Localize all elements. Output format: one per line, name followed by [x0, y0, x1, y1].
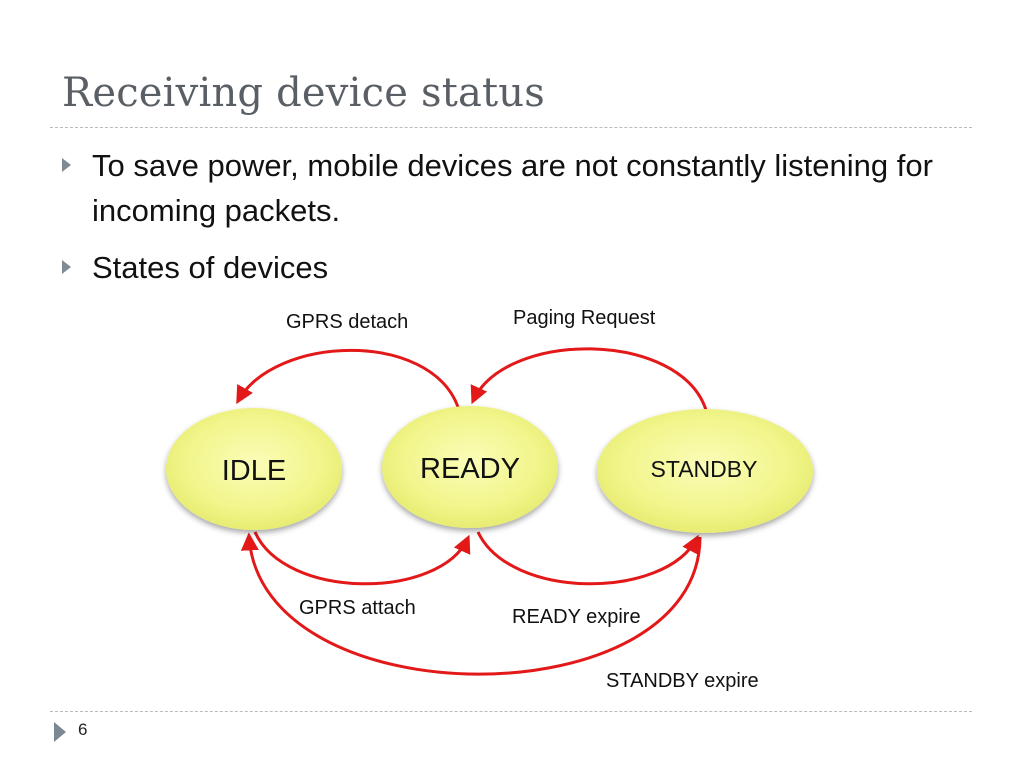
page-number: 6 — [78, 720, 88, 739]
bullet-text: States of devices — [92, 250, 329, 285]
bullet-item: To save power, mobile devices are not co… — [60, 143, 980, 233]
state-idle: IDLE — [166, 408, 342, 530]
bullet-text: To save power, mobile devices are not co… — [92, 148, 933, 228]
state-standby: STANDBY — [597, 409, 813, 533]
state-ready: READY — [382, 406, 558, 528]
gprs-detach-label: GPRS detach — [286, 311, 408, 333]
gprs-detach-arrow — [236, 348, 460, 408]
gprs-attach-label: GPRS attach — [299, 597, 416, 619]
state-idle-label: IDLE — [222, 455, 286, 487]
paging-request-arrow — [470, 347, 708, 411]
bullet-list: To save power, mobile devices are not co… — [60, 143, 980, 290]
title-divider — [50, 127, 972, 128]
state-ready-label: READY — [420, 453, 520, 485]
slide-title: Receiving device status — [62, 70, 545, 116]
gprs-attach-arrow — [253, 531, 471, 586]
bullet-arrow-icon — [62, 158, 71, 172]
bullet-arrow-icon — [62, 260, 71, 274]
footer-arrow-icon — [54, 722, 66, 742]
footer-divider — [50, 711, 972, 712]
ready-expire-arrow — [476, 531, 699, 586]
state-standby-label: STANDBY — [651, 456, 758, 482]
standby-expire-label: STANDBY expire — [606, 670, 759, 692]
standby-expire-arrow — [240, 532, 702, 676]
ready-expire-label: READY expire — [512, 606, 641, 628]
bullet-item: States of devices — [60, 245, 980, 290]
paging-request-label: Paging Request — [513, 307, 656, 329]
